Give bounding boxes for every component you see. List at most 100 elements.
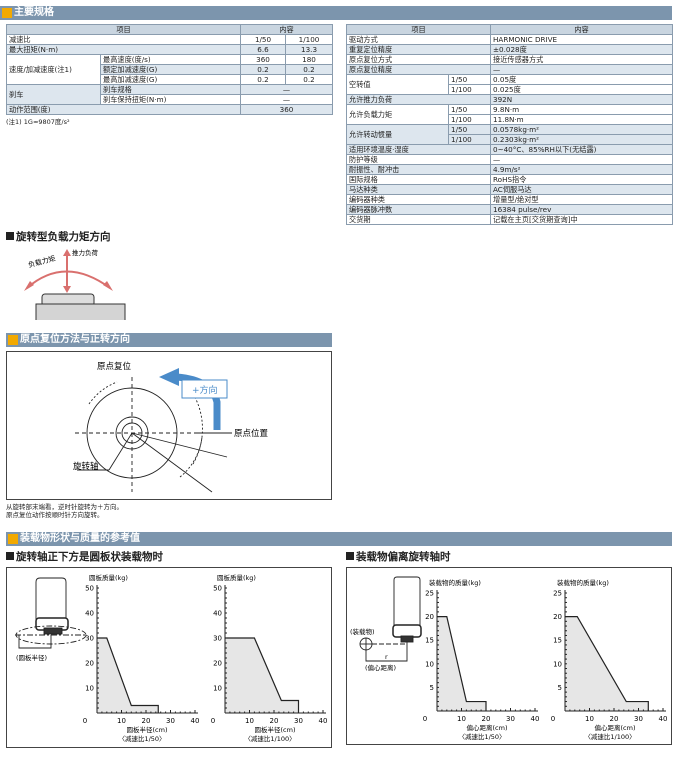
section-header-specs: 主要规格: [0, 6, 672, 20]
table-cell: 防护等级: [345, 154, 492, 165]
table-cell: 最大扭矩(N·m): [5, 44, 242, 55]
thrust-label: 推力负荷: [72, 248, 99, 257]
y-tick-label: 20: [553, 613, 562, 621]
chart-caption: 〈减速比1/50〉: [118, 734, 165, 743]
table-cell: 0.2303kg·m²: [490, 134, 674, 145]
table-cell: 13.3: [285, 44, 334, 55]
y-tick-label: 20: [425, 613, 434, 621]
chart-area-fill: [565, 616, 649, 711]
table-cell: 刹车规格: [99, 84, 242, 95]
table-cell: 额定加减速度(G): [99, 64, 242, 75]
chart-limit-line: [565, 615, 649, 711]
y-tick-label: 5: [558, 684, 562, 692]
disk-radius-label: (圆板半径): [16, 653, 47, 662]
x-tick-label: 0: [83, 717, 87, 725]
table-cell: 动作范围(度): [5, 104, 242, 115]
table-cell: 6.6: [240, 44, 287, 55]
table-cell: 记载在主页[交货期查询]中: [490, 214, 674, 225]
chart-caption: 〈减速比1/100〉: [584, 732, 635, 741]
chart-caption: 〈减速比1/100〉: [244, 734, 295, 743]
y-tick-label: 10: [213, 685, 222, 693]
origin-position-label: 原点位置: [234, 428, 269, 439]
plus-direction-badge: [181, 379, 228, 399]
moment-diagram: 负载力矩 推力负荷: [24, 248, 126, 320]
section-header-load: 装载物形状与质量的参考值: [6, 532, 672, 546]
table-cell: 原点复位方式: [345, 54, 492, 65]
table-cell: 180: [285, 54, 334, 65]
x-tick-label: 30: [634, 715, 643, 723]
table-cell: 刹车保持扭矩(N·m): [99, 94, 242, 105]
y-tick-label: 50: [213, 585, 222, 593]
moment-label: 负载力矩: [27, 254, 56, 270]
table-cell: 0.0578kg·m²: [490, 124, 674, 135]
table-cell: 0.05度: [490, 74, 674, 85]
table-cell: 9.8N·m: [490, 104, 674, 115]
table-cell: 刹车: [6, 84, 101, 105]
x-tick-label: 10: [117, 717, 126, 725]
x-axis-title: 圆板半径(cm): [255, 725, 296, 734]
table-cell: 空转值: [346, 74, 449, 95]
table-header-row: 项目内容: [345, 24, 674, 35]
column-header: 内容: [240, 24, 334, 35]
table-cell: 增量型/绝对型: [490, 194, 674, 205]
table-cell: 耐振性、耐冲击: [345, 164, 492, 175]
column-header: 内容: [490, 24, 674, 35]
table-cell: 马达种类: [345, 184, 492, 195]
origin-diagram-box: +方向 原点复位 原点位置 旋转轴: [6, 351, 332, 500]
y-tick-label: 20: [213, 660, 222, 668]
y-axis-title: 圆板质量(kg): [217, 573, 256, 582]
table-row: 交货期记载在主页[交货期查询]中: [345, 214, 674, 225]
table-cell: 1/100: [447, 84, 492, 95]
x-axis-title: 偏心距离(cm): [467, 723, 508, 732]
table-row: 重复定位精度±0.028度: [345, 44, 674, 55]
origin-note-1: 从旋转部末端看，逆时针旋转为＋方向。: [6, 503, 123, 511]
x-tick-label: 20: [610, 715, 619, 723]
chart-area-fill: [97, 638, 159, 713]
table-cell: HARMONIC DRIVE: [490, 34, 674, 45]
table-cell: 0.2: [240, 74, 287, 85]
table-cell: 接近传感器方式: [490, 54, 674, 65]
table-cell: 编码器脉冲数: [345, 204, 492, 215]
chart-limit-line: [437, 615, 487, 711]
table-cell: 允许推力负荷: [345, 94, 492, 105]
origin-return-label: 原点复位: [97, 361, 132, 372]
table-row: 刹车刹车规格—: [6, 84, 334, 105]
table-cell: 最高速度(度/s): [99, 54, 242, 65]
y-tick-label: 10: [425, 660, 434, 668]
table-cell: 适用环境温度·湿度: [345, 144, 492, 155]
x-tick-label: 0: [551, 715, 555, 723]
x-tick-label: 40: [191, 717, 199, 725]
x-tick-label: 20: [270, 717, 279, 725]
table-cell: 4.9m/s²: [490, 164, 674, 175]
table-cell: 360: [240, 104, 334, 115]
x-tick-label: 30: [506, 715, 515, 723]
origin-note-2: 原点复位动作按顺时针方向旋转。: [6, 511, 104, 519]
table-cell: —: [490, 64, 674, 75]
chart-limit-line: [225, 637, 300, 713]
table-cell: 1/100: [447, 114, 492, 125]
rotation-axis-label: 旋转轴: [73, 461, 99, 472]
table-cell: 0.2: [240, 64, 287, 75]
load-label: (装载物): [350, 627, 375, 636]
chart-area-fill: [437, 616, 486, 711]
y-tick-label: 30: [213, 635, 222, 643]
column-header: 项目: [345, 24, 492, 35]
table-cell: 1/50: [447, 124, 492, 135]
y-tick-label: 10: [553, 660, 562, 668]
y-tick-label: 10: [85, 685, 94, 693]
x-tick-label: 40: [531, 715, 539, 723]
table-cell: 速度/加减速度(注1): [6, 54, 101, 85]
x-tick-label: 30: [166, 717, 175, 725]
chart-caption: 〈减速比1/50〉: [458, 732, 505, 741]
